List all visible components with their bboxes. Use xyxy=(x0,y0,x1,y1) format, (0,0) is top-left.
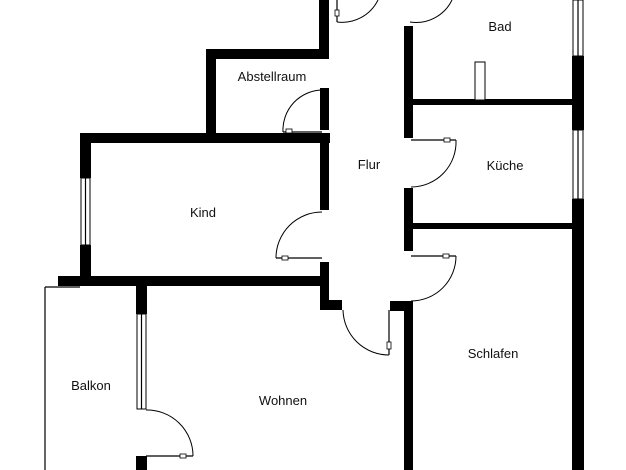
door-schlafen xyxy=(410,253,457,302)
door-kind xyxy=(275,211,323,261)
doors xyxy=(145,0,457,459)
walls xyxy=(58,0,584,470)
bathroom-fixture xyxy=(474,61,486,101)
door-entrance xyxy=(342,309,392,356)
balkon-outline xyxy=(44,286,80,470)
room-label-balkon: Balkon xyxy=(71,378,111,393)
wall-kind-bottom xyxy=(58,276,320,286)
wall-hall-right-c xyxy=(404,301,413,470)
wall-hall-left-a xyxy=(320,88,329,130)
wall-kind-left-lower xyxy=(80,245,91,279)
wall-wohnen-left-upper xyxy=(136,276,147,314)
room-label-abstellraum: Abstellraum xyxy=(238,69,307,84)
room-label-kueche: Küche xyxy=(487,158,524,173)
door-top-hall xyxy=(334,0,379,23)
wall-storage-top xyxy=(206,49,329,59)
wall-hall-left-top xyxy=(319,0,329,58)
door-kueche xyxy=(410,137,457,188)
room-label-flur: Flur xyxy=(358,157,381,172)
room-label-schlafen: Schlafen xyxy=(468,346,519,361)
door-balkon xyxy=(145,409,194,459)
wall-kueche-bottom xyxy=(404,223,584,229)
wall-kind-left-upper xyxy=(80,133,91,178)
wall-bad-bottom xyxy=(404,99,584,105)
room-label-bad: Bad xyxy=(488,19,511,34)
room-label-wohnen: Wohnen xyxy=(259,393,307,408)
wall-hall-bottom-right xyxy=(390,301,413,311)
room-label-kind: Kind xyxy=(190,205,216,220)
door-bad-top xyxy=(409,0,453,23)
wall-hall-left-b xyxy=(320,140,329,210)
wall-right-a xyxy=(572,56,584,130)
wall-hall-left-c xyxy=(320,262,329,310)
wall-hall-right-a xyxy=(404,26,413,138)
wall-wohnen-left-lower xyxy=(136,456,147,470)
wall-hall-bottom-left xyxy=(320,300,342,310)
wall-right-b xyxy=(572,199,584,470)
wall-hall-right-b xyxy=(404,188,413,251)
wall-storage-left xyxy=(206,49,216,142)
windows xyxy=(80,0,584,410)
wall-kind-top xyxy=(80,133,330,143)
room-labels: Bad Abstellraum Flur Küche Kind Schlafen… xyxy=(71,19,523,408)
door-abstellraum xyxy=(282,89,323,134)
